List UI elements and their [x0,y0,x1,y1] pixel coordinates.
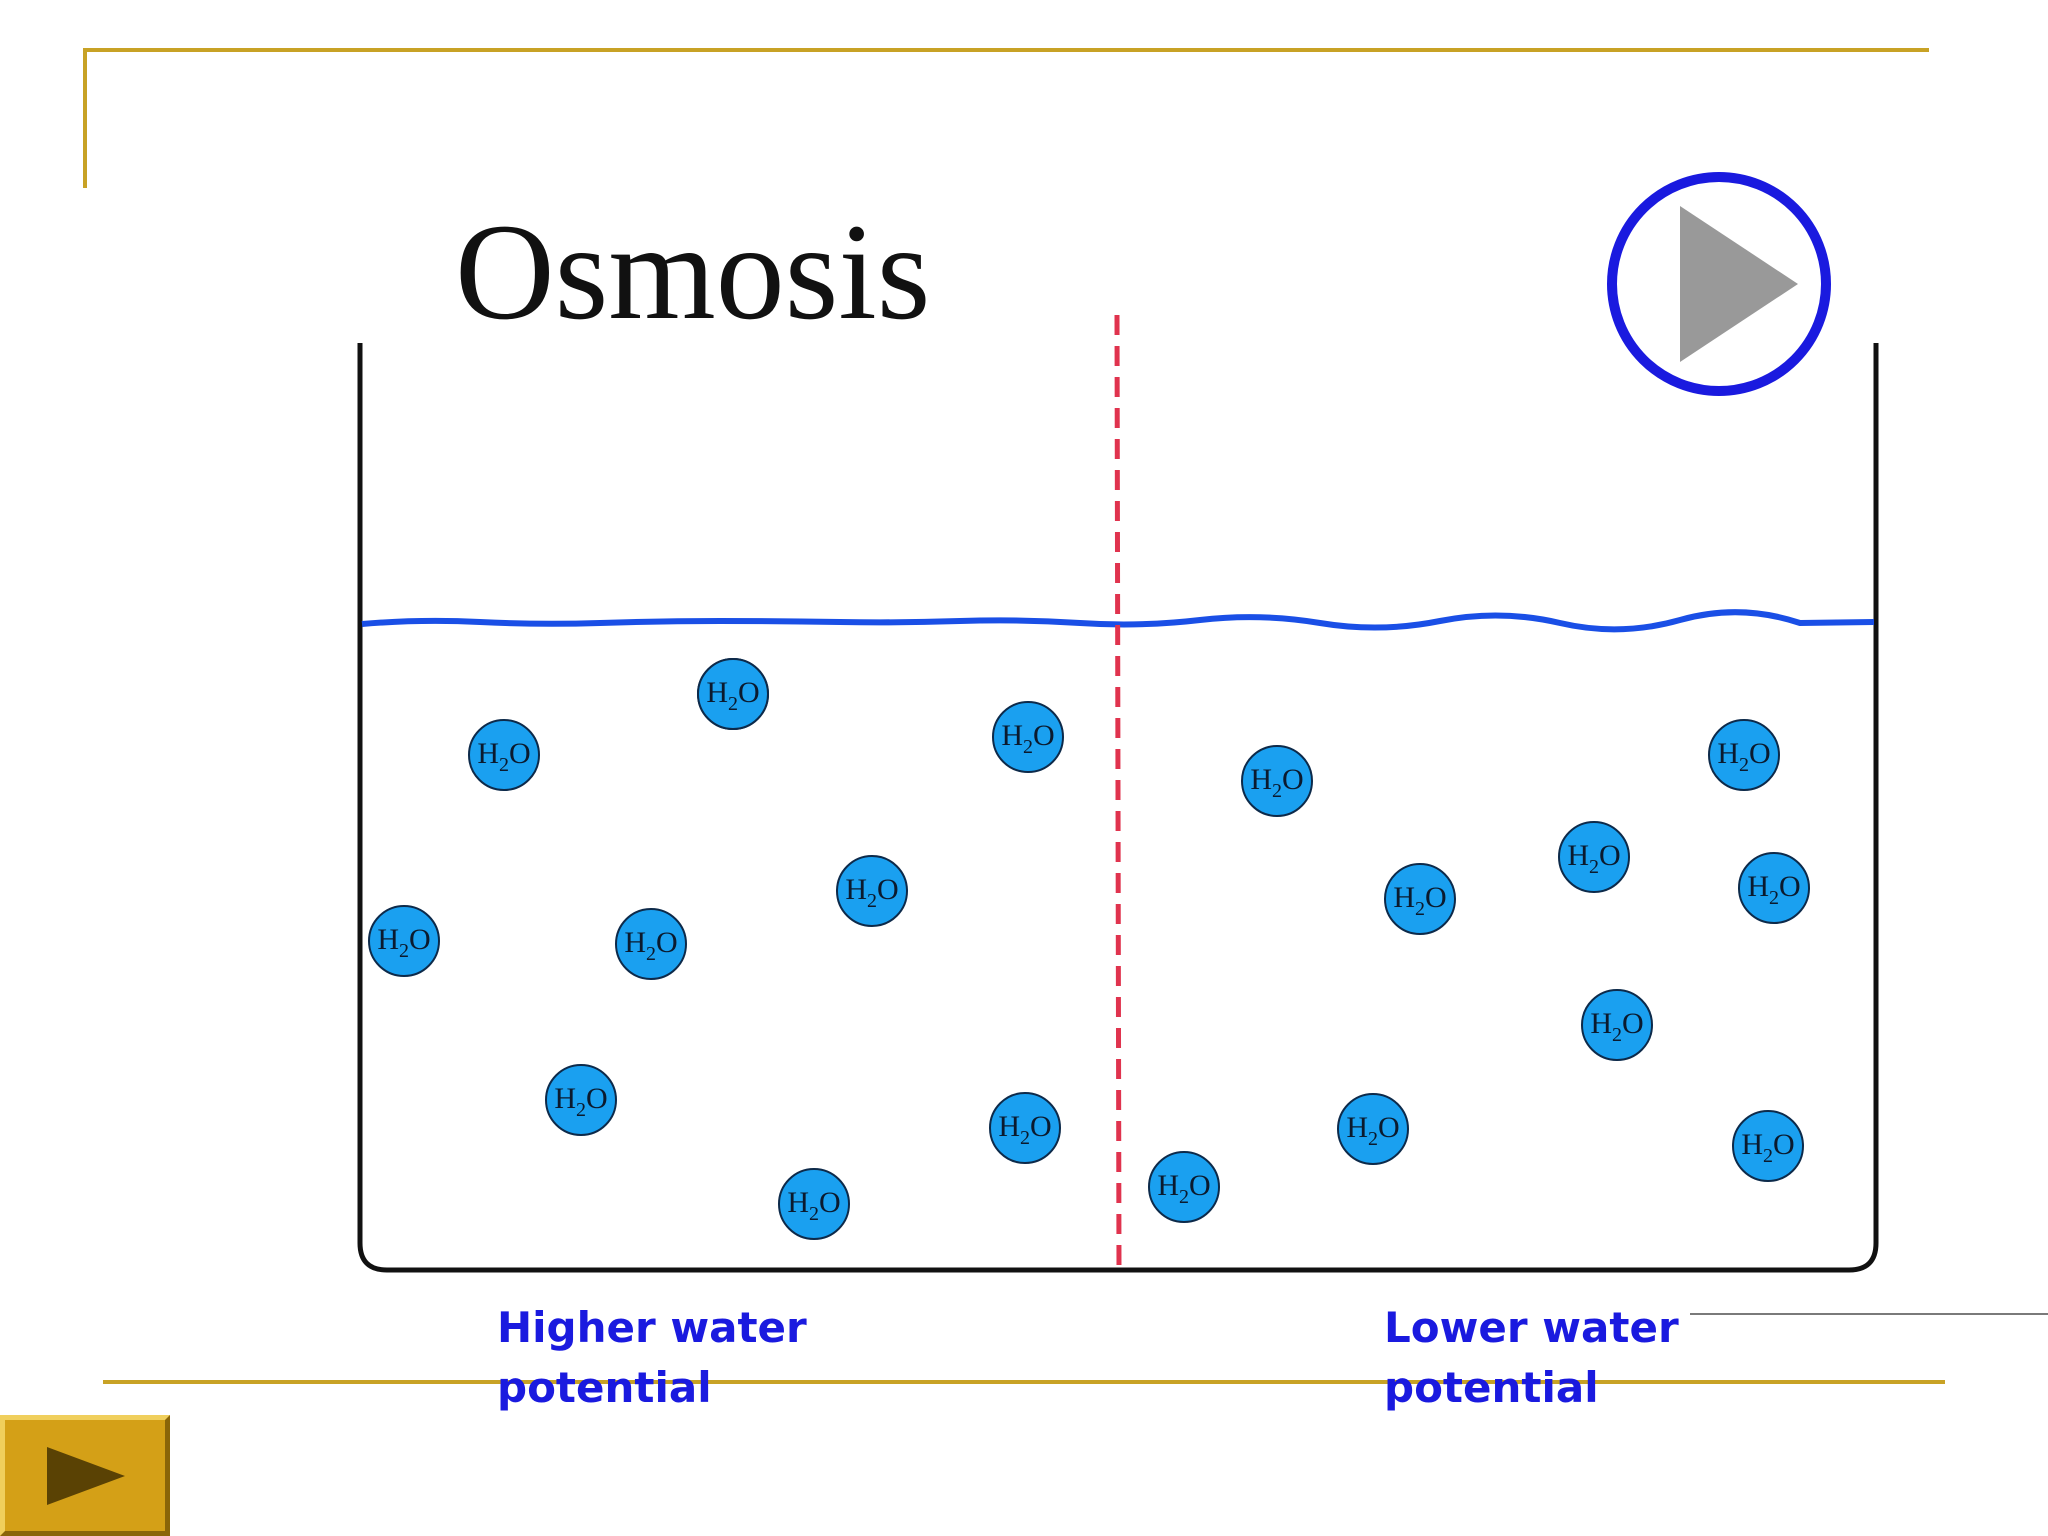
water-molecule: H2O [545,1064,617,1136]
molecule-circle [615,908,687,980]
molecule-label: H2O [1157,1169,1210,1208]
left-caption-higher-water-potential: Higher water potential [497,1303,807,1412]
water-molecule: H2O [1558,821,1630,893]
molecule-circle [545,1064,617,1136]
play-icon [1680,206,1798,362]
molecule-label: H2O [1717,737,1770,776]
water-molecule: H2O [368,905,440,977]
molecule-label: H2O [706,676,759,715]
play-video-button[interactable] [1607,172,1831,396]
molecule-label: H2O [1747,870,1800,909]
frame-thin-line [1690,1313,2048,1315]
water-molecule: H2O [1384,863,1456,935]
water-surface-line [361,609,1875,633]
right-molecule-group: H2O H2O H2O H2O H2O H2O H2O H2O H2O [1148,719,1810,1223]
molecule-label: H2O [787,1186,840,1225]
molecule-circle [1148,1151,1220,1223]
molecule-label: H2O [998,1110,1051,1149]
membrane-dashed-line [1114,314,1122,1273]
beaker-outline [357,343,1879,1273]
molecule-circle [1732,1110,1804,1182]
molecule-circle [1241,745,1313,817]
molecule-circle [989,1092,1061,1164]
molecule-label: H2O [845,873,898,912]
water-molecule: H2O [697,658,769,730]
water-molecule: H2O [992,701,1064,773]
molecule-circle [1558,821,1630,893]
diagram-title: Osmosis [455,195,930,348]
water-molecule: H2O [1708,719,1780,791]
frame-bottom-line [103,1380,1945,1384]
molecule-circle [368,905,440,977]
molecule-circle [836,855,908,927]
water-molecule: H2O [1732,1110,1804,1182]
water-molecule: H2O [778,1168,850,1240]
molecule-label: H2O [477,737,530,776]
water-molecule: H2O [1241,745,1313,817]
molecule-circle [697,658,769,730]
molecule-label: H2O [554,1082,607,1121]
frame-top-line [83,48,1929,52]
molecule-circle [778,1168,850,1240]
molecule-circle [1708,719,1780,791]
water-molecule: H2O [468,719,540,791]
molecule-circle [468,719,540,791]
water-molecule: H2O [1581,989,1653,1061]
molecule-label: H2O [624,926,677,965]
right-caption-lower-water-potential: Lower water potential [1384,1303,1679,1412]
molecule-label: H2O [1250,763,1303,802]
molecule-label: H2O [1393,881,1446,920]
molecule-circle [1384,863,1456,935]
water-molecule: H2O [1738,852,1810,924]
molecule-circle [1581,989,1653,1061]
molecule-label: H2O [1567,839,1620,878]
molecule-label: H2O [1590,1007,1643,1046]
molecule-label: H2O [1001,719,1054,758]
molecule-label: H2O [377,923,430,962]
molecule-circle [1337,1093,1409,1165]
water-molecule: H2O [615,908,687,980]
water-molecule: H2O [1148,1151,1220,1223]
frame-left-line [83,48,87,188]
next-slide-button[interactable] [0,1415,170,1536]
next-slide-arrow-icon [47,1447,125,1505]
water-molecule: H2O [836,855,908,927]
water-molecule: H2O [989,1092,1061,1164]
molecule-circle [992,701,1064,773]
water-molecule: H2O [1337,1093,1409,1165]
molecule-label: H2O [1346,1111,1399,1150]
molecule-circle [1738,852,1810,924]
molecule-label: H2O [1741,1128,1794,1167]
